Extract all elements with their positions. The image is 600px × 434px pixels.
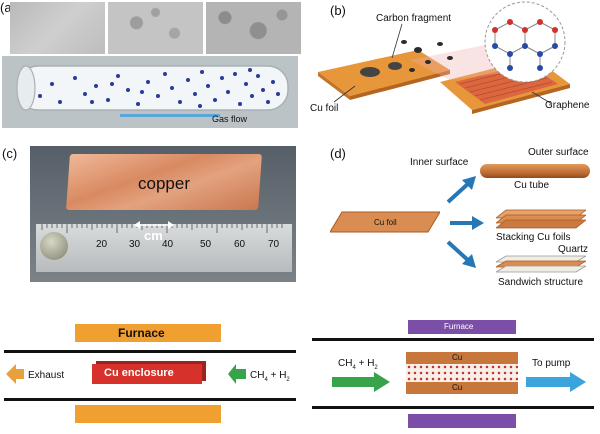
panel-c: (c) copper	[0, 140, 300, 285]
inner-surface-label: Inner surface	[410, 157, 469, 168]
gas-flow-arrow	[120, 114, 220, 117]
panel-b: (b)	[300, 0, 600, 130]
furnace-top-block	[75, 324, 221, 342]
panel-b-label: (b)	[330, 3, 346, 18]
cu-tube-label: Cu tube	[514, 180, 550, 191]
gas-flow-label: Gas flow	[212, 114, 248, 124]
panel-c-label: (c)	[2, 146, 18, 161]
carbon-fragments	[360, 40, 453, 77]
exhaust-label: Exhaust	[28, 370, 65, 381]
furnace-label: Furnace	[118, 326, 165, 340]
carbon-particles	[38, 68, 280, 108]
graphene-label: Graphene	[545, 100, 590, 111]
cu-enclosure-label: Cu enclosure	[104, 367, 174, 379]
stacking-cu-foils-label: Stacking Cu foils	[496, 232, 571, 243]
ruler-tick-30: 30	[129, 239, 141, 250]
sandwich-structure	[496, 255, 586, 273]
ruler-tick-20: 20	[96, 239, 108, 250]
furnace-bottom-block	[408, 414, 516, 428]
cm-label: cm	[144, 228, 163, 243]
arrow-to-tube	[446, 176, 476, 204]
cu-foil-left	[318, 50, 450, 96]
coin	[40, 232, 68, 260]
ruler-tick-40: 40	[162, 239, 174, 250]
cu-tube	[480, 164, 590, 178]
panel-d: (d) Inner surface Outer surface Cu tube …	[300, 140, 600, 300]
graphene-growth-diagram	[318, 1, 570, 114]
carbon-fragment-label: Carbon fragment	[376, 13, 452, 24]
cu-bottom-plate	[406, 382, 518, 394]
reaction-gap	[406, 364, 518, 382]
quartz-tube-diagram	[2, 56, 298, 128]
tube-top-line	[312, 338, 594, 341]
copper-label: copper	[138, 174, 190, 193]
to-pump-label: To pump	[532, 358, 571, 369]
arrow-to-sandwich	[446, 240, 476, 268]
ruler-tick-50: 50	[200, 239, 212, 250]
furnace-label: Furnace	[444, 322, 474, 331]
gas-inlet-arrow-icon	[332, 372, 390, 392]
panel-d-furnace: Furnace CH4 + H2 Cu Cu To pump	[300, 318, 600, 432]
cu-foil-shape	[330, 211, 440, 233]
cu-foil-label: Cu foil	[310, 103, 339, 114]
exhaust-arrow-icon	[6, 364, 24, 384]
tube-top-line	[4, 350, 296, 353]
ruler-tick-60: 60	[234, 239, 246, 250]
panel-c-furnace: Furnace Exhaust Cu enclosure CH4 + H2	[0, 318, 300, 428]
ruler-tick-70: 70	[268, 239, 280, 250]
quartz-tube	[17, 65, 289, 111]
cu-bottom-label: Cu	[452, 383, 463, 392]
tube-bottom-line	[312, 406, 594, 409]
stacked-cu-foils	[496, 209, 586, 229]
panel-a: (a) Gas flow	[0, 0, 301, 130]
sem-image-2	[108, 2, 203, 54]
cu-enclosure-block	[92, 364, 202, 384]
sem-image-1	[10, 2, 105, 54]
gas-inlet-label: CH4 + H2	[250, 370, 290, 383]
cu-top-plate	[406, 352, 518, 364]
ruler: 20 30 40 50 60 70	[36, 224, 292, 272]
gas-inlet-arrow-icon	[228, 364, 246, 384]
panel-d-label: (d)	[330, 146, 346, 161]
outer-surface-label: Outer surface	[528, 147, 589, 158]
furnace-top-block	[408, 320, 516, 334]
cu-foil-label: Cu foil	[374, 218, 397, 227]
tube-bottom-line	[4, 398, 296, 401]
ruler-ticks	[41, 224, 283, 233]
sandwich-structure-label: Sandwich structure	[498, 277, 584, 288]
quartz-label: Quartz	[558, 244, 589, 255]
furnace-bottom-block	[75, 405, 221, 423]
to-pump-arrow-icon	[526, 372, 586, 392]
sem-image-3	[206, 2, 301, 54]
cm-scale-arrow	[134, 221, 174, 229]
cu-top-label: Cu	[452, 353, 463, 362]
arrow-to-stack	[450, 216, 484, 230]
gas-inlet-label: CH4 + H2	[338, 358, 378, 371]
